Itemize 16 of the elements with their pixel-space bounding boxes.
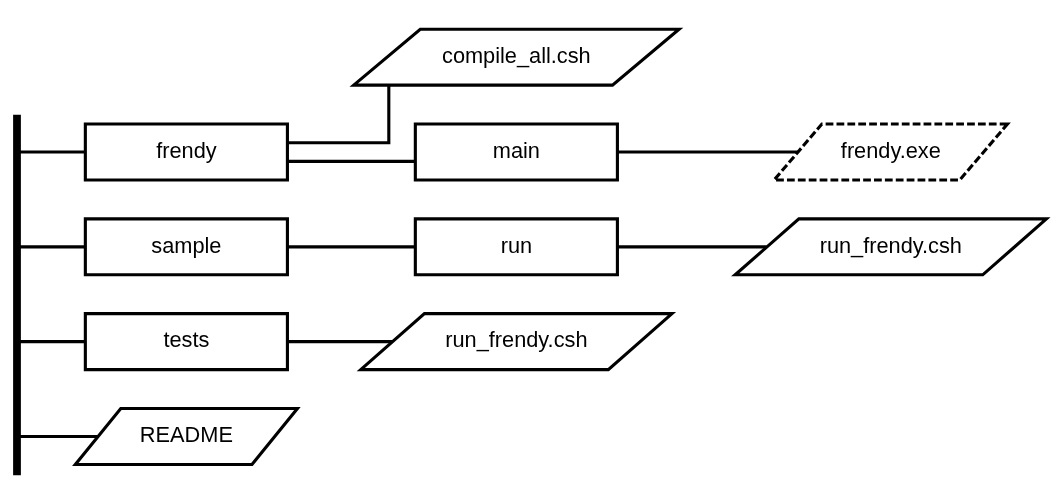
connector <box>287 339 393 343</box>
node-box: main <box>413 122 619 182</box>
connector <box>287 159 416 163</box>
connector <box>19 434 98 438</box>
node-box: frendy <box>83 122 289 182</box>
connector <box>617 149 798 154</box>
node-box: run <box>413 216 619 276</box>
node-box: tests <box>83 311 289 371</box>
connector <box>617 244 767 248</box>
connector <box>19 339 86 343</box>
node-bar <box>13 114 21 475</box>
connector <box>287 244 416 248</box>
connector <box>19 244 86 248</box>
connector <box>287 84 391 144</box>
connector <box>19 149 86 154</box>
node-box: sample <box>83 216 289 276</box>
